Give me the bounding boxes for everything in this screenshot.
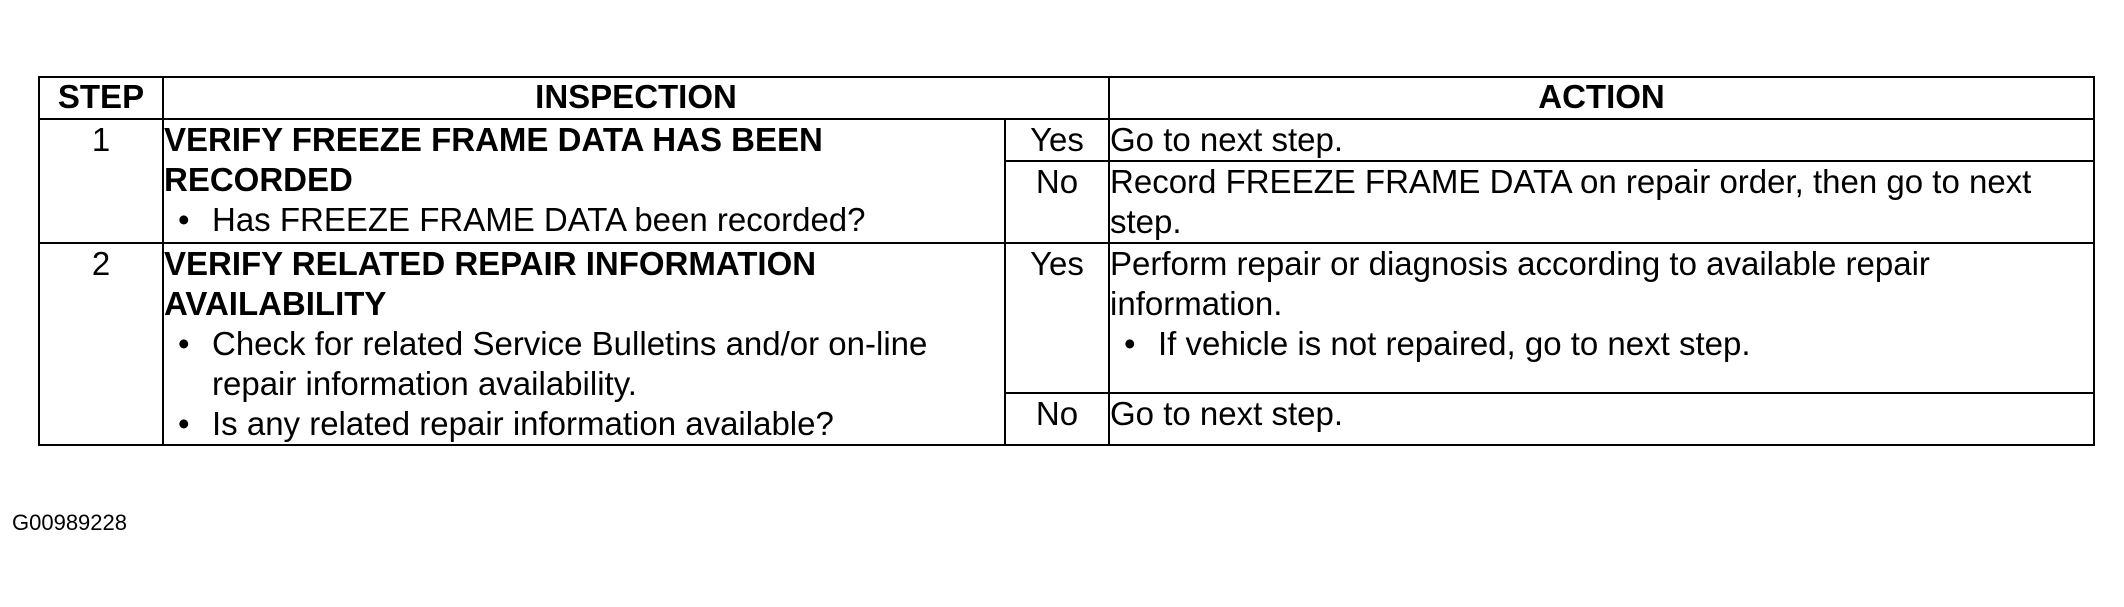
bullet-icon: • [178,405,190,442]
yes-label: Yes [1003,118,1111,162]
yes-action: Go to next step. [1108,118,2096,162]
yes-action: Perform repair or diagnosis according to… [1108,241,2096,395]
bullet-text: Check for related Service Bulletins and/… [212,325,928,402]
inspection-title: VERIFY RELATED REPAIR INFORMATION AVAILA… [164,245,817,322]
no-action: Go to next step. [1108,392,2096,446]
table-row: No Go to next step. [39,392,2096,446]
list-item: • Has FREEZE FRAME DATA been recorded? [164,200,1004,240]
table-row: 2 VERIFY RELATED REPAIR INFORMATION AVAI… [38,241,2096,446]
no-action: Record FREEZE FRAME DATA on repair order… [1108,160,2096,244]
inspection-cell: VERIFY RELATED REPAIR INFORMATION AVAILA… [162,242,1006,446]
inspection-bullets: • Check for related Service Bulletins and… [164,324,1004,444]
bullet-text: Has FREEZE FRAME DATA been recorded? [212,201,866,238]
action-text: Record FREEZE FRAME DATA on repair order… [1110,163,2032,240]
header-action: ACTION [1108,76,2096,120]
bullet-text: Is any related repair information availa… [212,405,834,442]
figure-id: G00989228 [12,510,127,535]
list-item: • Check for related Service Bulletins and… [164,324,1004,404]
yes-label: Yes [1003,241,1111,395]
inspection-bullets: • Has FREEZE FRAME DATA been recorded? [164,200,1004,240]
bullet-text: If vehicle is not repaired, go to next s… [1158,325,1751,362]
step-number: 2 [38,242,164,446]
inspection-title: VERIFY FREEZE FRAME DATA HAS BEEN RECORD… [164,121,823,198]
bullet-icon: • [1124,325,1136,362]
list-item: • If vehicle is not repaired, go to next … [1110,324,2093,364]
action-bullets: • If vehicle is not repaired, go to next … [1110,324,2093,364]
no-label: No [1003,160,1111,244]
list-item: • Is any related repair information avail… [164,404,1004,444]
header-inspection: INSPECTION [161,76,1111,120]
bullet-icon: • [178,201,190,238]
action-text: Go to next step. [1110,395,1343,433]
step-number: 1 [38,118,164,244]
inspection-cell: VERIFY FREEZE FRAME DATA HAS BEEN RECORD… [162,118,1006,244]
action-text: Go to next step. [1110,121,1343,158]
diagnostic-table: STEP INSPECTION ACTION 1 VERIFY FREEZE F… [38,76,2096,446]
header-step: STEP [38,76,164,120]
no-label: No [1003,392,1111,446]
table-row: 1 VERIFY FREEZE FRAME DATA HAS BEEN RECO… [38,118,2096,244]
bullet-icon: • [178,325,190,362]
header-row: STEP INSPECTION ACTION [38,76,2096,120]
table-row: No Record FREEZE FRAME DATA on repair or… [39,160,2096,244]
action-text: Perform repair or diagnosis according to… [1110,245,1930,322]
